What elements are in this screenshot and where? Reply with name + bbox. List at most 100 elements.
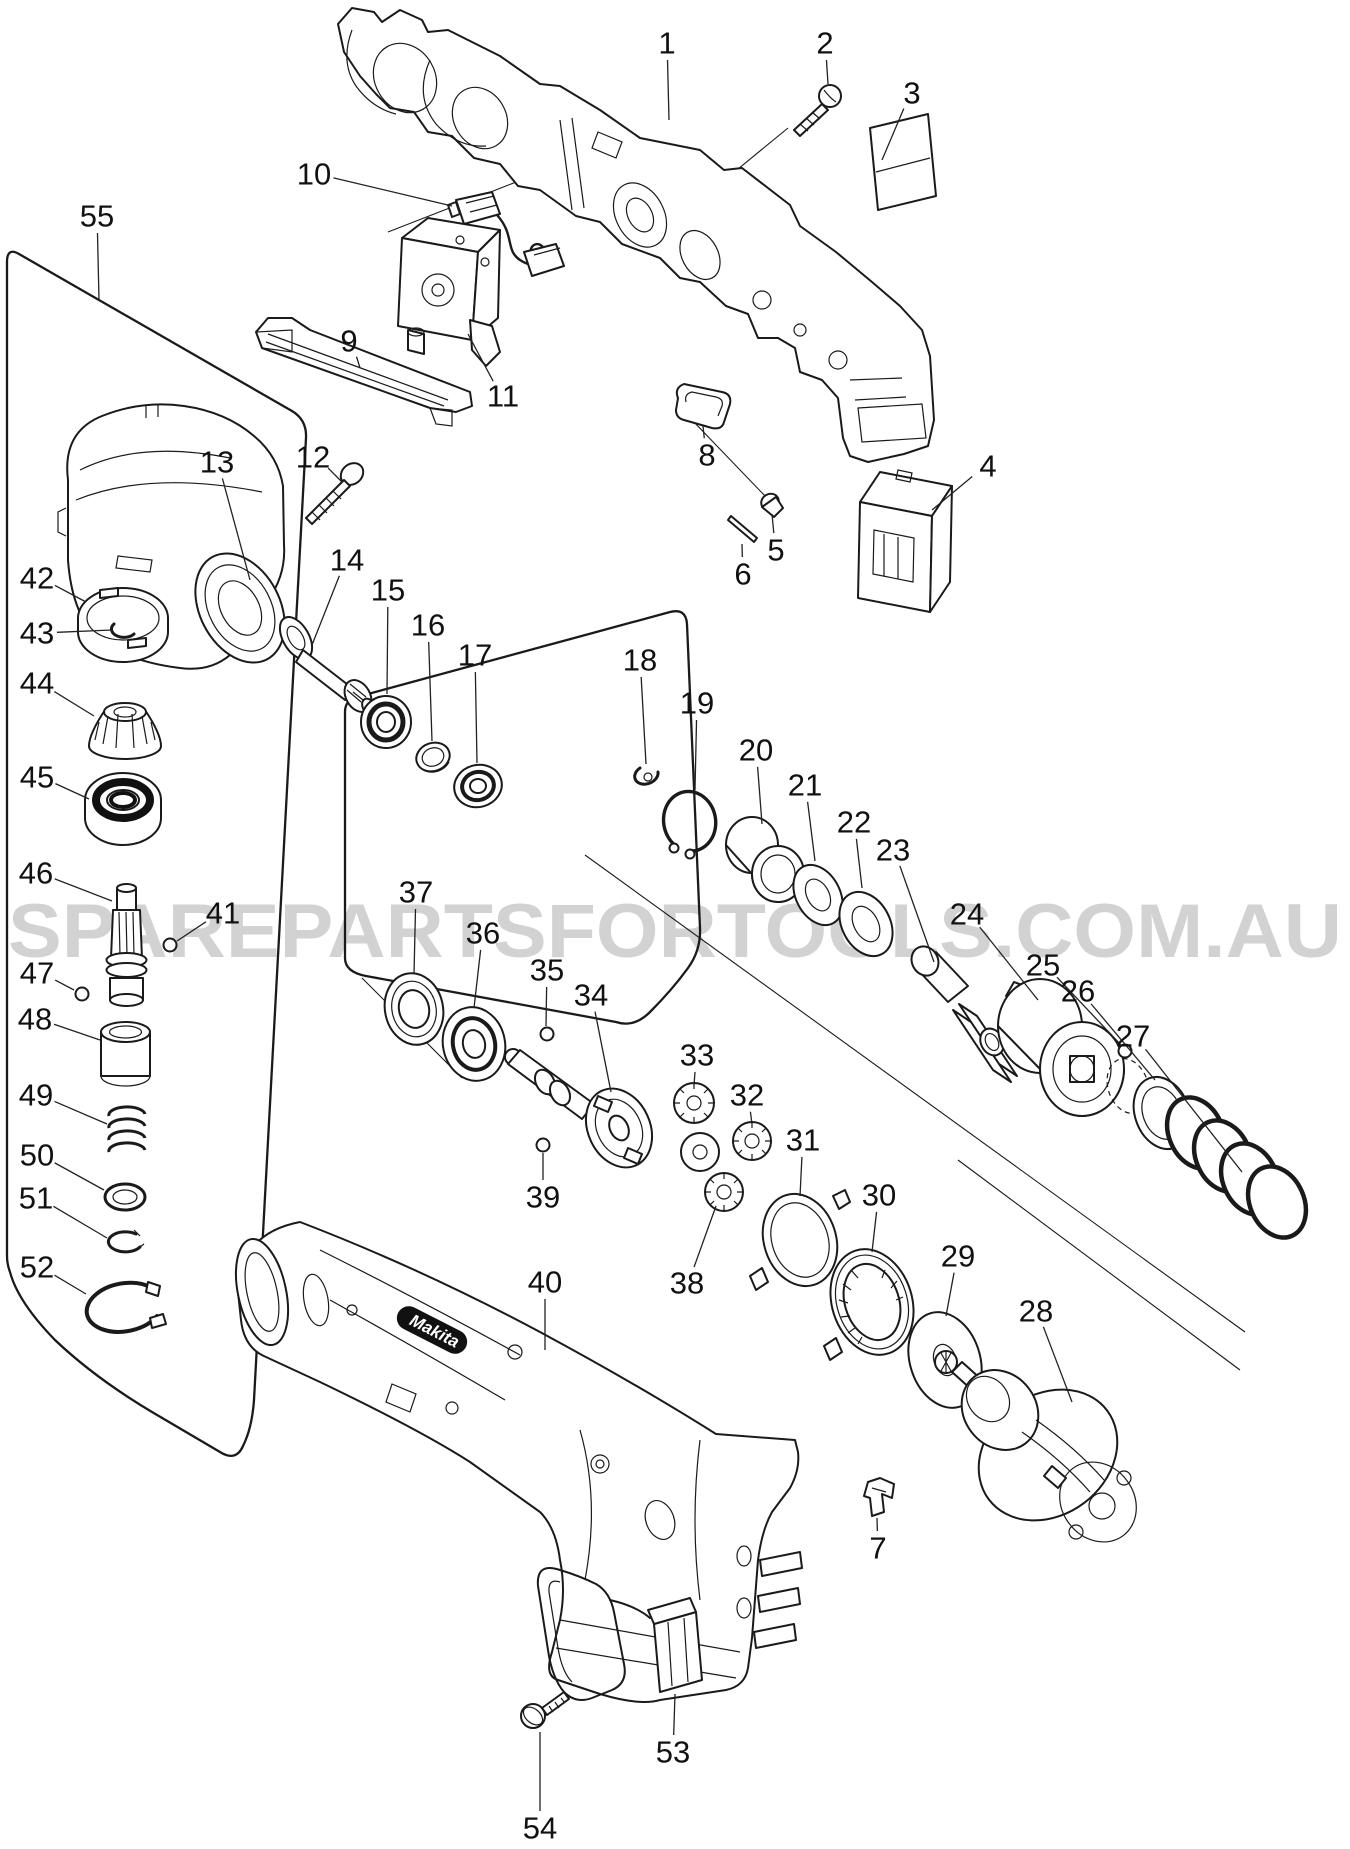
callout-leader-29 [945,1272,955,1317]
callout-number-23: 23 [876,833,910,868]
part-7-clip [863,1477,895,1517]
callout-leader-50 [54,1162,105,1191]
callout-leader-53 [673,1693,676,1736]
callout-leader-24 [979,926,1039,1001]
part-42-retainer-ring [77,587,169,663]
callout-number-4: 4 [979,449,996,484]
callout-leader-13 [221,478,251,581]
callout-number-47: 47 [20,956,54,991]
part-54-screw [520,1691,570,1729]
callout-number-33: 33 [680,1038,714,1073]
callout-number-41: 41 [206,896,240,931]
part-21-washer [792,863,844,927]
part-17-bearing [453,763,503,809]
callout-leader-31 [799,1156,803,1197]
part-28-motor [934,1350,1137,1543]
part-10-lead-wire [447,191,565,277]
part-11-switch [397,217,501,367]
makita-logo-badge [396,1306,468,1354]
part-51-clip [106,1229,145,1254]
part-27-spring [1164,1095,1309,1240]
callout-leader-42 [54,584,87,603]
callout-number-2: 2 [816,26,833,61]
part-32-gear [732,1121,772,1161]
part-12-screw [305,462,365,525]
callout-number-6: 6 [734,557,751,592]
part-52-snap-ring [84,1280,167,1334]
callout-leader-33 [693,1071,696,1086]
callout-number-29: 29 [941,1239,975,1274]
assembly-line [957,1159,1241,1371]
callout-number-45: 45 [20,760,54,795]
part-47-oring [74,986,90,1002]
callout-number-21: 21 [788,768,822,803]
part-1-housing-half [337,7,935,463]
panel-55-outline [5,250,308,1457]
callout-leader-49 [54,1100,108,1125]
callout-leader-32 [749,1111,753,1125]
callout-number-55: 55 [80,199,114,234]
callout-leader-2 [825,59,829,85]
callout-number-22: 22 [837,805,871,840]
callout-number-25: 25 [1026,948,1060,983]
watermark-text: SPAREPARTSFORTOOLS.COM.AU [8,889,1342,974]
callout-number-30: 30 [862,1178,896,1213]
callout-number-1: 1 [658,26,675,61]
callout-leader-45 [55,783,90,800]
part-9-slide-bar [255,317,473,427]
callout-number-40: 40 [528,1265,562,1300]
callout-leader-55 [96,232,100,301]
part-45-bearing [84,772,162,846]
callout-number-11: 11 [487,379,519,414]
part-41-oring [162,937,178,953]
callout-number-49: 49 [19,1078,53,1113]
callout-leader-10 [333,177,453,207]
callout-leader-21 [806,801,816,862]
callout-number-53: 53 [656,1735,690,1770]
grouping-panels [5,250,702,1457]
part-37-washer [383,972,445,1046]
part-19-circlip [661,789,718,860]
callout-number-48: 48 [18,1002,52,1037]
callout-number-39: 39 [526,1180,560,1215]
callout-leader-15 [386,606,389,695]
part-53-belt-clip [536,1567,703,1701]
part-8-button [675,383,732,430]
part-2-screw [793,84,842,137]
part-39-ball [535,1137,551,1153]
callout-leader-16 [428,641,433,742]
part-20-sleeve [725,816,805,903]
part-50-ring [103,1182,147,1212]
callout-number-20: 20 [739,733,773,768]
callout-leader-12 [327,467,343,483]
callout-leader-20 [756,766,763,825]
callout-leader-35 [545,986,548,1027]
part-33-planet-gears [673,1082,720,1172]
callout-number-15: 15 [371,573,405,608]
part-46-spindle [105,883,148,1007]
callout-number-32: 32 [730,1078,764,1113]
callout-number-35: 35 [530,953,564,988]
callout-number-38: 38 [670,1266,704,1301]
callout-number-28: 28 [1019,1294,1053,1329]
callout-number-50: 50 [20,1138,54,1173]
part-3-nameplate [869,113,937,211]
callout-number-44: 44 [20,666,54,701]
callout-number-17: 17 [458,638,492,673]
part-36-bearing [441,1006,507,1082]
part-24-cam [997,978,1125,1117]
callout-number-8: 8 [698,438,715,473]
panel-midupper-outline [343,610,702,1025]
part-18-eclip [633,766,660,786]
parts-art: Makita [57,7,1309,1729]
callout-number-51: 51 [19,1181,53,1216]
callout-number-12: 12 [296,440,330,475]
callout-leader-34 [594,1011,612,1093]
callout-number-9: 9 [340,324,357,359]
part-22-washer [838,890,894,958]
part-44-bevel-gear [88,702,162,760]
part-43-clip [110,622,136,639]
part-16-ring [415,741,451,773]
